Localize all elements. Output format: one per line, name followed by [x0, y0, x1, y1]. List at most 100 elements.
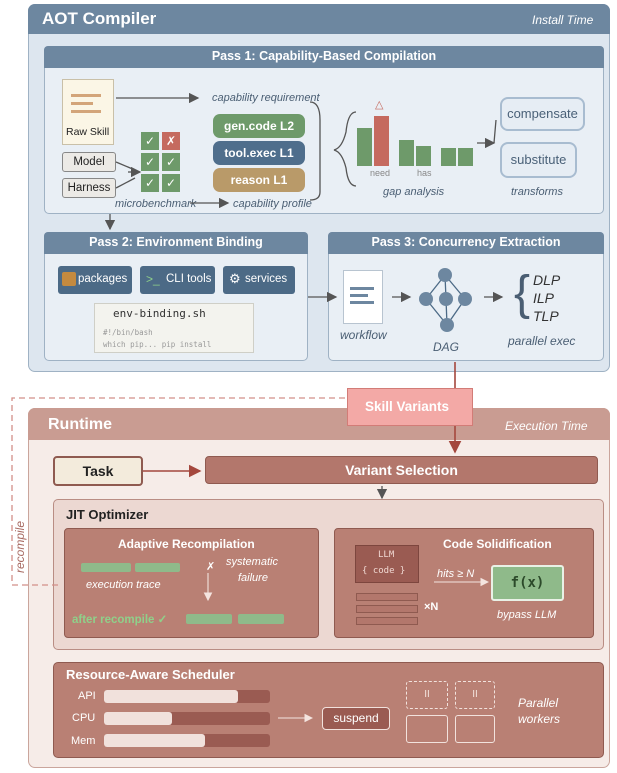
trace-bar	[135, 563, 180, 572]
gap-bar	[357, 128, 372, 166]
resource-label-cpu: CPU	[72, 712, 96, 724]
need-label: need	[370, 168, 391, 178]
install-time-label: Install Time	[532, 13, 594, 27]
workflow-label: workflow	[340, 328, 387, 342]
script-line1: #!/bin/bash	[103, 328, 153, 337]
llm-box: LLM { code }	[355, 545, 419, 583]
aot-compiler-header	[28, 4, 610, 34]
workers-label: workers	[518, 712, 561, 726]
adaptive-recompilation-title: Adaptive Recompilation	[118, 537, 255, 551]
paused-worker: II	[455, 681, 495, 709]
resource-label-mem: Mem	[71, 735, 96, 747]
resource-bar-mem	[104, 734, 270, 747]
env-binding-script: env-binding.sh #!/bin/bash which pip... …	[94, 303, 254, 353]
services-button: ⚙ services	[223, 266, 295, 294]
cross-cell: ✗	[162, 132, 180, 150]
hits-label: hits ≥ N	[437, 568, 475, 580]
failure-cross-icon: ✗	[206, 561, 216, 573]
llm-code-label: { code }	[362, 566, 406, 576]
check-cell: ✓	[141, 132, 159, 150]
microbenchmark-label: microbenchmark	[115, 198, 197, 210]
execution-trace-label: execution trace	[86, 579, 161, 591]
recompiled-bar	[238, 614, 284, 624]
gap-analysis-label: gap analysis	[383, 186, 445, 198]
fx-function-box: f(x)	[491, 565, 564, 601]
systematic-label: systematic	[226, 556, 278, 568]
workflow-document-icon	[343, 270, 383, 324]
has-label: has	[417, 168, 432, 178]
check-cell: ✓	[141, 174, 159, 192]
raw-skill-document-icon	[62, 79, 114, 145]
runtime-title: Runtime	[48, 416, 112, 433]
llm-label: LLM	[378, 550, 395, 560]
resource-bar-cpu	[104, 712, 270, 725]
compensate-box: compensate	[500, 97, 585, 131]
suspend-box: suspend	[322, 707, 390, 730]
packages-button: packages	[58, 266, 132, 294]
check-cell: ✓	[162, 174, 180, 192]
skill-variants-box	[347, 388, 473, 426]
aot-compiler-title: AOT Compiler	[42, 9, 157, 28]
times-n-label: ×N	[424, 601, 439, 613]
variant-selection-box: Variant Selection	[205, 456, 598, 484]
check-cell: ✓	[162, 153, 180, 171]
gap-bar	[441, 148, 456, 166]
fx-label: f(x)	[510, 575, 545, 591]
dag-graph	[419, 268, 472, 332]
resource-fill-api	[104, 690, 239, 703]
substitute-box: substitute	[500, 142, 577, 178]
gap-bar	[416, 146, 431, 166]
resource-fill-cpu	[104, 712, 173, 725]
call-bar	[356, 593, 418, 601]
pass2-title: Pass 2: Environment Binding	[44, 232, 308, 254]
terminal-icon: >_	[146, 272, 160, 286]
raw-skill-label: Raw Skill	[66, 126, 110, 138]
dlp-label: DLP	[533, 272, 561, 288]
packages-label: packages	[78, 273, 128, 285]
gap-bar	[374, 116, 389, 166]
skill-variants-label: Skill Variants	[365, 399, 450, 414]
pass3-title: Pass 3: Concurrency Extraction	[328, 232, 604, 254]
script-filename: env-binding.sh	[113, 307, 206, 320]
resource-bar-api	[104, 690, 270, 703]
tlp-label: TLP	[533, 308, 559, 324]
execution-time-label: Execution Time	[505, 419, 588, 433]
resource-fill-mem	[104, 734, 206, 747]
parallel-label: Parallel	[518, 696, 559, 710]
jit-optimizer-title: JIT Optimizer	[66, 507, 149, 522]
call-bar	[356, 605, 418, 613]
recompiled-bar	[186, 614, 232, 624]
ilp-label: ILP	[533, 290, 555, 306]
recompile-label: recompile	[13, 520, 28, 574]
failure-label: failure	[238, 572, 268, 584]
cli-tools-button: >_ CLI tools	[140, 266, 215, 294]
capability-profile-label: capability profile	[233, 198, 312, 210]
package-icon	[62, 272, 76, 286]
call-bar	[356, 617, 418, 625]
cap-reason: reason L1	[213, 168, 305, 192]
cli-tools-label: CLI tools	[166, 273, 212, 285]
harness-tag: Harness	[62, 178, 116, 198]
capability-requirement-label: capability requirement	[212, 92, 320, 104]
model-tag: Model	[62, 152, 116, 172]
after-recompile-label: after recompile ✓	[72, 614, 168, 626]
brace-icon: {	[514, 267, 531, 320]
task-box: Task	[53, 456, 143, 486]
code-solidification-title: Code Solidification	[443, 537, 552, 551]
pass1-title: Pass 1: Capability-Based Compilation	[44, 46, 604, 68]
trace-bar	[81, 563, 131, 572]
gear-icon: ⚙	[229, 271, 241, 286]
parallel-exec-label: parallel exec	[508, 334, 576, 348]
cap-tool-exec: tool.exec L1	[213, 141, 305, 165]
gap-bar	[399, 140, 414, 166]
gap-bar	[458, 148, 473, 166]
dag-label: DAG	[433, 340, 460, 354]
worker-slot	[406, 715, 448, 743]
cap-gen-code: gen.code L2	[213, 114, 305, 138]
paused-worker: II	[406, 681, 448, 709]
resource-label-api: API	[78, 690, 96, 702]
gap-warning-icon: △	[375, 99, 384, 111]
worker-slot	[455, 715, 495, 743]
bypass-llm-label: bypass LLM	[497, 609, 557, 621]
script-line2: which pip... pip install	[103, 340, 212, 349]
